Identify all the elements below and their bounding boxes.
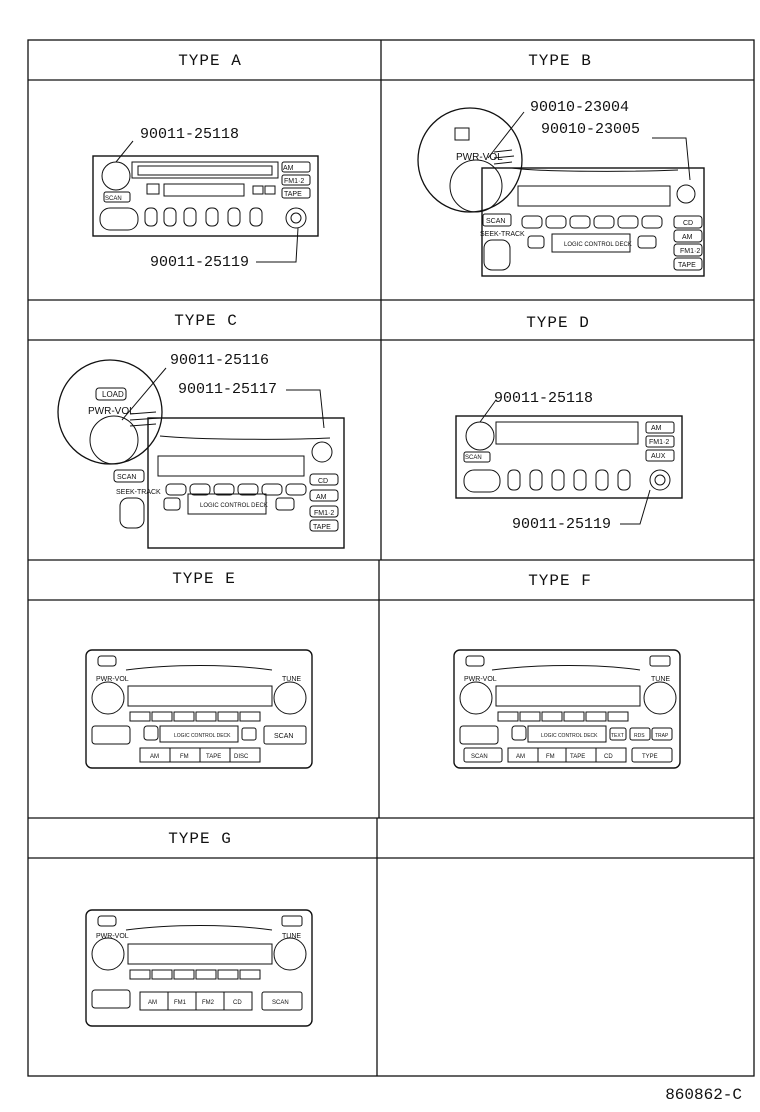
button-label: AUX — [651, 453, 666, 460]
button-label: LOGIC CONTROL DECK — [200, 503, 268, 509]
button-label: SCAN — [117, 474, 136, 481]
button-label: AM — [316, 494, 327, 501]
title-type-b: TYPE B — [528, 52, 592, 70]
button-label: TRAP — [655, 733, 669, 739]
button-label: LOGIC CONTROL DECK — [174, 733, 231, 739]
button-label: PWR-VOL — [88, 406, 135, 417]
button-label: PWR-VOL — [456, 152, 503, 163]
button-label: LOGIC CONTROL DECK — [541, 733, 598, 739]
radio-type-a-text: AM FM1·2 TAPE SCAN — [105, 165, 304, 202]
button-label: FM — [180, 754, 189, 760]
button-label: TUNE — [282, 933, 301, 940]
title-type-c: TYPE C — [174, 312, 238, 330]
radio-type-e — [85, 649, 313, 769]
part-number-d-top: 90011-25118 — [494, 390, 594, 407]
button-label: LOAD — [102, 390, 124, 399]
button-label: SCAN — [486, 218, 505, 225]
grid-lines — [27, 39, 755, 1077]
button-label: RDS — [634, 733, 645, 739]
button-label: CD — [604, 754, 613, 760]
part-number-c-top2: 90011-25117 — [178, 381, 278, 398]
button-label: TAPE — [570, 754, 585, 760]
button-label: TUNE — [282, 676, 301, 683]
radio-type-a — [92, 140, 319, 263]
button-label: PWR-VOL — [96, 933, 129, 940]
button-label: FM1 — [174, 1000, 187, 1006]
radio-type-b-text: PWR-VOL SCAN SEEK-TRACK LOGIC CONTROL DE… — [456, 152, 700, 269]
button-label: AM — [651, 425, 662, 432]
radio-type-f — [453, 649, 681, 769]
radio-type-d-text: SCAN AM FM1·2 AUX — [465, 425, 669, 461]
button-label: FM — [546, 754, 555, 760]
button-label: TAPE — [206, 754, 221, 760]
part-number-d-bottom: 90011-25119 — [512, 516, 612, 533]
part-number-a-bottom: 90011-25119 — [150, 254, 250, 271]
button-label: AM — [682, 234, 693, 241]
button-label: PWR-VOL — [464, 676, 497, 683]
radio-type-c-text: LOAD PWR-VOL SCAN SEEK-TRACK LOGIC CONTR… — [88, 390, 334, 531]
button-label: AM — [516, 754, 525, 760]
button-label: TAPE — [678, 262, 696, 269]
title-type-d: TYPE D — [526, 314, 590, 332]
button-label: SCAN — [465, 455, 482, 461]
button-label: FM1·2 — [284, 178, 304, 185]
radio-type-b — [417, 107, 705, 277]
button-label: LOGIC CONTROL DECK — [564, 242, 632, 248]
button-label: PWR-VOL — [96, 676, 129, 683]
radio-type-g — [85, 909, 313, 1027]
button-label: AM — [150, 754, 159, 760]
button-label: SCAN — [274, 733, 293, 740]
title-type-g: TYPE G — [168, 830, 232, 848]
button-label: TAPE — [313, 524, 331, 531]
part-number-a-top: 90011-25118 — [140, 126, 240, 143]
button-label: SEEK-TRACK — [480, 231, 525, 238]
button-label: SCAN — [105, 196, 122, 202]
button-label: SCAN — [272, 1000, 289, 1006]
radio-type-d — [455, 399, 683, 525]
radio-type-f-text: PWR-VOL TUNE LOGIC CONTROL DECK TEXT RDS… — [464, 676, 670, 760]
title-type-f: TYPE F — [528, 572, 592, 590]
button-label: CD — [233, 1000, 242, 1006]
button-label: FM2 — [202, 1000, 215, 1006]
button-label: FM1·2 — [680, 248, 700, 255]
radio-type-c — [57, 359, 345, 549]
button-label: CD — [318, 478, 328, 485]
button-label: TEXT — [611, 733, 624, 739]
button-label: TYPE — [642, 754, 658, 760]
radio-type-e-text: PWR-VOL TUNE LOGIC CONTROL DECK SCAN AM … — [96, 676, 301, 760]
button-label: SEEK-TRACK — [116, 489, 161, 496]
button-label: AM — [283, 165, 294, 172]
button-label: DISC — [234, 754, 249, 760]
button-label: AM — [148, 1000, 157, 1006]
button-label: SCAN — [471, 754, 488, 760]
part-number-c-top1: 90011-25116 — [170, 352, 270, 369]
title-type-e: TYPE E — [172, 570, 236, 588]
button-label: TAPE — [284, 191, 302, 198]
button-label: FM1·2 — [314, 510, 334, 517]
drawing-number: 860862-C — [665, 1086, 742, 1104]
button-label: FM1·2 — [649, 439, 669, 446]
radio-type-g-text: PWR-VOL TUNE AM FM1 FM2 CD SCAN — [96, 933, 301, 1006]
button-label: TUNE — [651, 676, 670, 683]
part-number-b-top2: 90010-23005 — [541, 121, 641, 138]
part-number-b-top1: 90010-23004 — [530, 99, 630, 116]
title-type-a: TYPE A — [178, 52, 242, 70]
button-label: CD — [683, 220, 693, 227]
